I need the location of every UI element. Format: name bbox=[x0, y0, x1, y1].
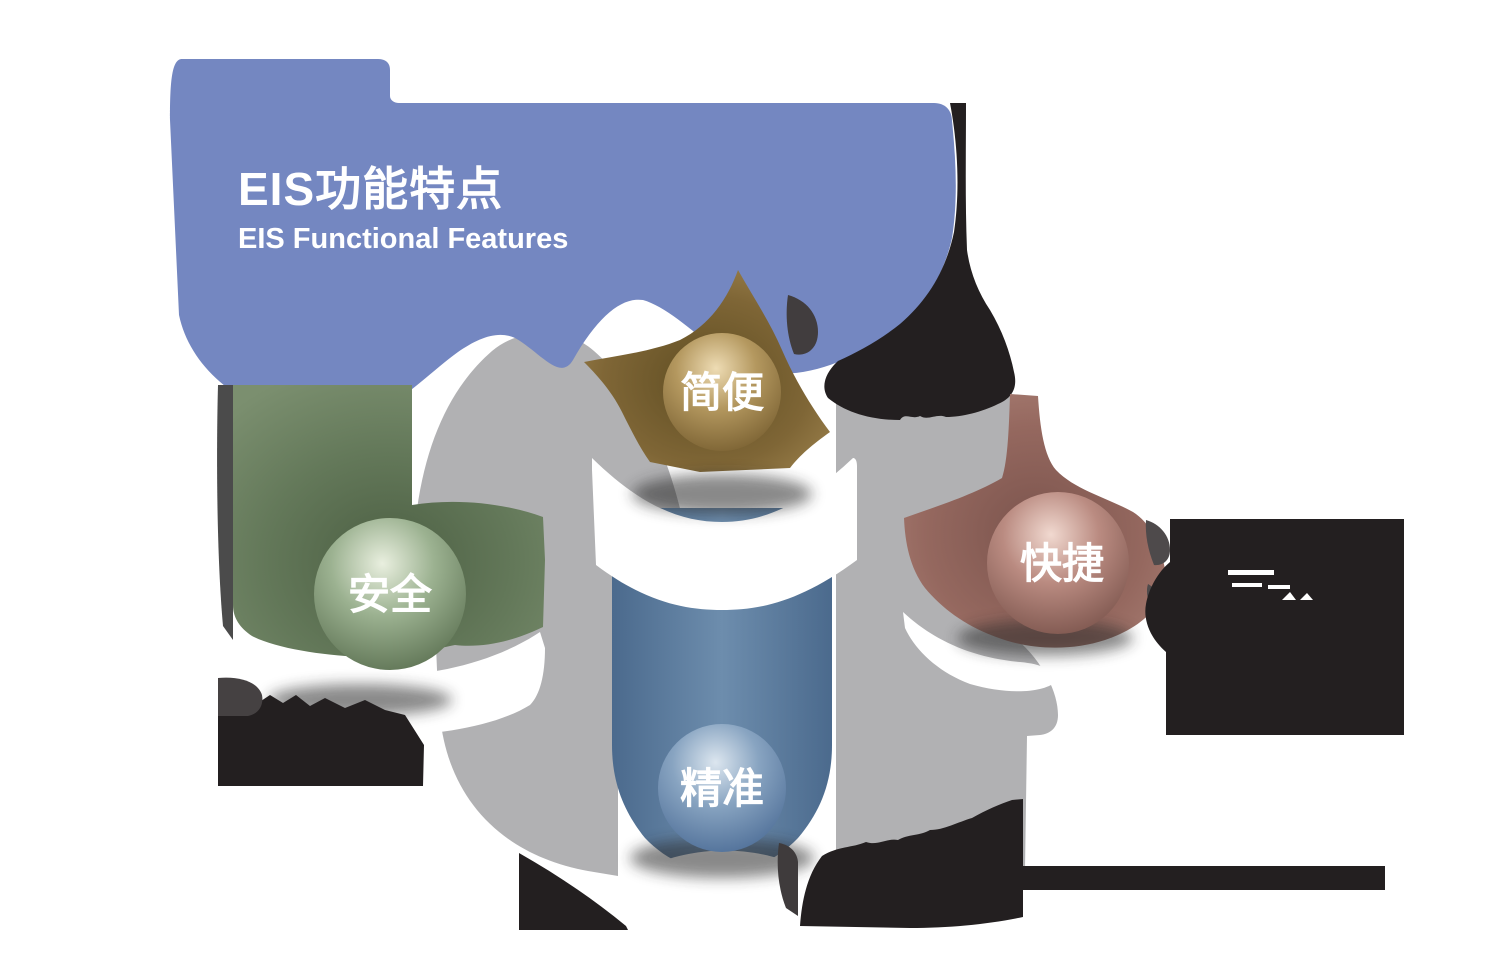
label-jingzhun: 精准 bbox=[680, 765, 764, 812]
feature-kuaijie: 快捷 bbox=[903, 394, 1170, 741]
blue-sphere-shadow bbox=[630, 838, 814, 878]
sphere-kuaijie bbox=[987, 492, 1129, 634]
sphere-anquan bbox=[314, 518, 466, 670]
silhouette-block-anquan bbox=[218, 695, 424, 786]
silhouette-block-jianbian bbox=[824, 103, 1016, 420]
brown-sphere-shadow bbox=[632, 474, 812, 514]
collar-white-ribbon bbox=[592, 458, 857, 610]
label-jianbian: 简便 bbox=[680, 369, 765, 416]
feature-jianbian-and-jingzhun: 简便 精准 bbox=[584, 270, 857, 933]
page-subtitle: EIS Functional Features bbox=[238, 223, 568, 255]
silhouette-bottom-left-wedge bbox=[519, 853, 628, 930]
sphere-jingzhun bbox=[658, 724, 786, 852]
silhouette-bottom-mass bbox=[800, 799, 1385, 928]
silhouette-kuaijie-shape bbox=[1145, 519, 1404, 735]
silhouette-blocks-bottom bbox=[519, 799, 1385, 930]
silhouette-block-kuaijie bbox=[1145, 519, 1404, 735]
silhouette-kuaijie-marks bbox=[1228, 570, 1313, 600]
label-kuaijie: 快捷 bbox=[1020, 540, 1104, 587]
dark-sliver-bottom bbox=[777, 843, 798, 916]
label-anquan: 安全 bbox=[348, 571, 433, 618]
dark-sliver-anquan bbox=[218, 677, 263, 716]
green-edge-shadow bbox=[217, 385, 233, 640]
red-sphere-shadow bbox=[957, 620, 1133, 656]
feature-anquan: 安全 bbox=[217, 385, 545, 786]
red-white-petal-right bbox=[1058, 620, 1164, 741]
page-title: EIS功能特点 bbox=[238, 163, 503, 215]
sphere-jianbian bbox=[663, 333, 781, 451]
dark-sliver-kuaijie-top bbox=[1145, 520, 1170, 566]
red-white-petal-left bbox=[903, 612, 1056, 692]
connector-left-column bbox=[435, 578, 618, 876]
dark-sliver-jianbian bbox=[786, 295, 818, 355]
